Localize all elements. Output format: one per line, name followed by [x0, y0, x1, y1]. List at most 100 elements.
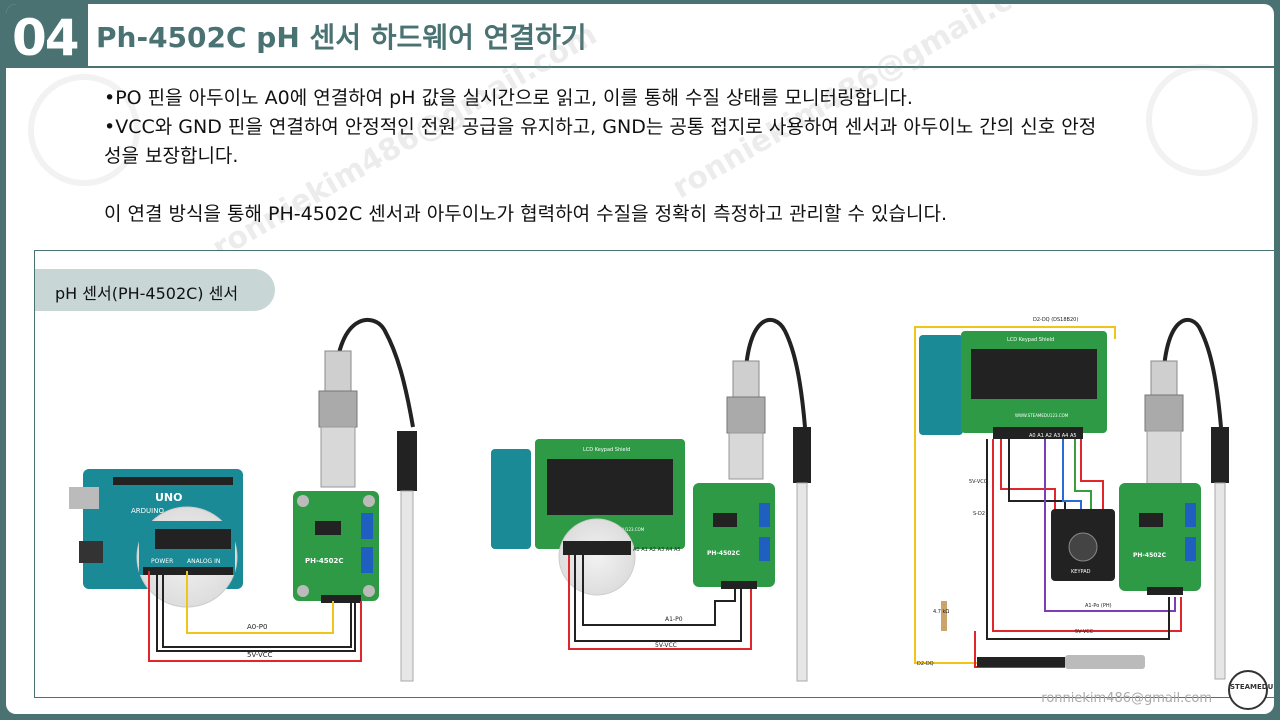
ds18b20-probe — [1065, 655, 1145, 669]
wire-ds-green — [1074, 439, 1092, 511]
wire-label-a1: A1-Po (PH) — [1085, 603, 1112, 609]
wire-d2-top — [914, 326, 1116, 581]
wire-label-s-d2: S-D2 — [973, 511, 985, 517]
section-label: pH 센서(PH-4502C) 센서 — [55, 284, 239, 303]
steamedu-logo-text: STEAMEDU — [1230, 683, 1274, 691]
power-jack — [79, 541, 103, 563]
wire-a1-ph — [1044, 439, 1176, 612]
footer-email: ronniekim486@gmail.com — [1041, 691, 1212, 706]
wire-a0 — [186, 571, 334, 634]
mount-hole — [363, 495, 375, 507]
module-label: PH-4502C — [1133, 552, 1167, 559]
ic-chip — [315, 521, 341, 535]
diagram-arduino-uno: UNO ARDUINO POWER ANALOG IN — [69, 317, 417, 682]
potentiometer — [361, 513, 373, 539]
wire-label-vcc: 5V-VCC — [247, 651, 273, 659]
ph-probe-cap — [793, 427, 811, 483]
wire-gnd-ph — [986, 439, 1170, 640]
diagram-lcd-keypad: LCD Keypad Shield WWW.STEAMEDU123.COM A0… — [491, 317, 811, 682]
bnc-connector-body — [318, 390, 358, 428]
wire-ds-data — [1062, 439, 1082, 511]
wire-d2-dq — [914, 581, 1065, 664]
lcd-screen — [547, 459, 673, 515]
zoom-circle — [558, 518, 636, 596]
module-pin-header — [321, 595, 361, 603]
pins-label: A0 A1 A2 A3 A4 A5 — [1029, 433, 1077, 439]
potentiometer — [759, 503, 770, 527]
wiring-diagram-panel: pH 센서(PH-4502C) 센서 UNO ARDUINO — [34, 250, 1274, 698]
probe-cable — [1161, 317, 1223, 428]
wire-gnd — [574, 555, 742, 642]
bnc-sleeve — [728, 432, 764, 480]
module-pin-header — [721, 581, 757, 589]
probe-cable — [333, 317, 415, 428]
module-label: PH-4502C — [305, 557, 344, 565]
probe-cable — [743, 317, 807, 428]
arduino-brand-text: ARDUINO — [131, 507, 164, 515]
atmega-chip — [155, 529, 231, 549]
wire-a1 — [582, 555, 736, 626]
top-wire-label: D2-DQ (DS18B20) — [1033, 317, 1078, 323]
ph-probe-cap — [1211, 427, 1229, 483]
pin-header — [563, 541, 631, 555]
shield-label: LCD Keypad Shield — [583, 447, 630, 453]
slide: 04 Ph-4502C pH 센서 하드웨어 연결하기 ronniekim486… — [6, 4, 1274, 714]
steamedu-logo: STEAMEDU — [1228, 670, 1274, 710]
wire-gnd2 — [156, 571, 356, 652]
pin-header — [993, 427, 1083, 439]
mount-hole — [297, 585, 309, 597]
potentiometer — [1185, 537, 1196, 561]
wire-vcc — [148, 571, 362, 662]
ph-module — [293, 491, 379, 601]
ph-module — [1119, 483, 1201, 591]
resistor-label: 4.7 kΩ — [933, 609, 949, 615]
module-pin-header — [1147, 587, 1183, 595]
arduino-logo-text: UNO — [155, 491, 183, 504]
bnc-connector — [1150, 360, 1178, 396]
wire-gnd-ds — [1008, 439, 1066, 511]
section-number: 04 — [12, 9, 80, 67]
wire-label-a0: A0-P0 — [247, 623, 267, 631]
power-label: POWER — [151, 558, 173, 565]
ph-probe-body — [1214, 482, 1226, 680]
ds18b20-cable — [977, 657, 1065, 667]
ic-chip — [1139, 513, 1163, 527]
wire-gnd — [162, 571, 352, 648]
digital-header — [113, 477, 233, 485]
potentiometer — [1185, 503, 1196, 527]
mount-hole — [297, 495, 309, 507]
description-line: •PO 핀을 아두이노 A0에 연결하여 pH 값을 실시간으로 읽고, 이를 … — [104, 87, 913, 109]
section-label-pill: pH 센서(PH-4502C) 센서 — [35, 269, 275, 311]
bnc-sleeve — [320, 426, 356, 488]
page-title: Ph-4502C pH 센서 하드웨어 연결하기 — [96, 21, 587, 54]
module-label: PH-4502C — [707, 550, 741, 557]
wire-ds-red — [1080, 439, 1104, 511]
ph-probe-body — [796, 482, 808, 682]
section-number-tab: 04 — [6, 4, 88, 68]
potentiometer — [759, 537, 770, 561]
ic-chip — [713, 513, 737, 527]
ph-module — [693, 483, 775, 587]
wire-label-a1: A1-P0 — [665, 616, 683, 623]
bnc-connector-body — [726, 396, 766, 434]
wiring-diagrams: UNO ARDUINO POWER ANALOG IN — [69, 317, 1229, 682]
resistor — [941, 601, 947, 631]
wire-label-d2-dq: D2-DQ — [917, 661, 934, 667]
bnc-connector — [732, 360, 760, 398]
site-label: WWW.STEAMEDU123.COM — [1015, 413, 1069, 418]
wire-label-vcc: 5V-VCC — [655, 642, 677, 649]
analog-label: ANALOG IN — [187, 558, 220, 565]
bnc-connector — [324, 350, 352, 392]
wire-vcc-ph — [992, 439, 1182, 632]
description-line: 이 연결 방식을 통해 PH-4502C 센서과 아두이노가 협력하여 수질을 … — [104, 203, 948, 225]
pins-label: A0 A1 A2 A3 A4 A5 — [633, 547, 681, 553]
usb-port — [69, 487, 99, 509]
description-line: •VCC와 GND 핀을 연결하여 안정적인 전원 공급을 유지하고, GND는… — [104, 116, 1097, 138]
arduino-board — [491, 449, 531, 549]
wire-vcc — [568, 555, 752, 650]
ph-probe-cap — [397, 431, 417, 491]
mount-hole — [363, 585, 375, 597]
wire-label-vcc: 5V-VCC — [1075, 629, 1094, 635]
bnc-sleeve — [1146, 430, 1182, 488]
title-bar: Ph-4502C pH 센서 하드웨어 연결하기 — [88, 4, 1274, 68]
